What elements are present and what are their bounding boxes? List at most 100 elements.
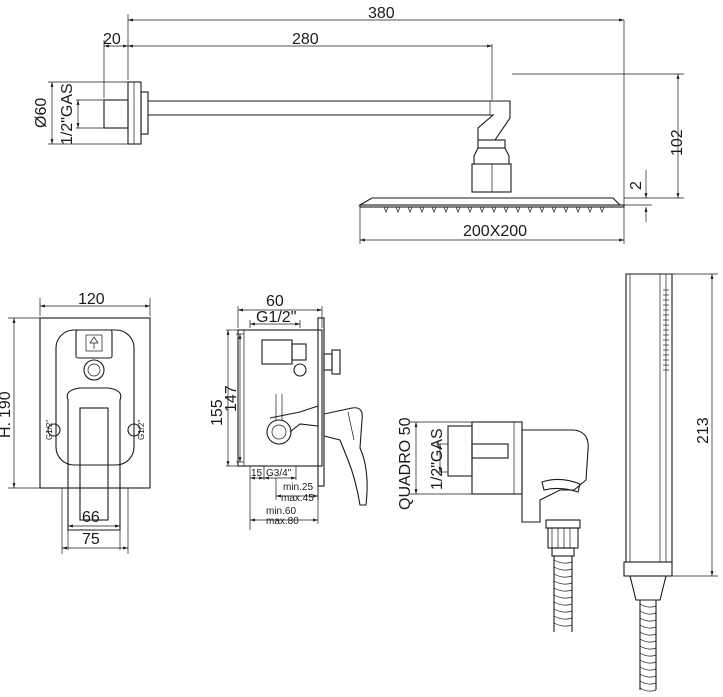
outlet-left-block <box>447 425 473 477</box>
shower-head-plate <box>359 204 625 208</box>
nozzle <box>599 206 605 213</box>
hose-coil <box>639 673 657 678</box>
arm-threaded-end <box>103 99 129 129</box>
mixer-cartridge <box>266 419 292 445</box>
hand-shower-length-label: 213 <box>695 417 712 444</box>
nozzle <box>491 206 497 213</box>
hand-shower-body <box>625 273 673 563</box>
hose-coil <box>639 638 657 643</box>
arm-wall-rosette <box>127 81 142 145</box>
mixer-height-prefix-label: H. <box>0 422 14 438</box>
hose-coil <box>639 610 657 615</box>
mixer-side-drawing <box>226 306 368 530</box>
nozzle <box>527 206 533 213</box>
dim-drop-label: 102 <box>669 129 686 156</box>
arm-rosette-collar <box>140 91 149 135</box>
nozzle <box>455 206 461 213</box>
hose-coil <box>553 580 573 585</box>
nozzle <box>395 206 401 213</box>
nozzle <box>479 206 485 213</box>
side-h2-label: 147 <box>223 385 240 412</box>
hand-shower-drawing <box>623 273 718 692</box>
nozzle <box>539 206 545 213</box>
hose-coil <box>553 559 573 564</box>
nozzle <box>467 206 473 213</box>
outlet-thread-label: 1/2"GAS <box>429 428 446 490</box>
mixer-port-right-label: G1/2" <box>137 420 146 440</box>
mixer-lever-handle <box>79 407 109 521</box>
hose-coil <box>639 666 657 671</box>
mixer-front-drawing <box>8 298 151 554</box>
mixer-box <box>237 329 323 467</box>
mixer-port-left <box>47 423 61 437</box>
nozzle <box>503 206 509 213</box>
dim-diameter-label: Ø60 <box>33 98 50 128</box>
mixer-cover-plate <box>39 317 151 489</box>
mixer-inner-width-label: 66 <box>82 509 100 526</box>
hose-coil <box>553 622 573 627</box>
hose-coil <box>553 615 573 620</box>
dim-offset-label: 20 <box>103 31 121 48</box>
nozzle <box>587 206 593 213</box>
mixer-diverter-knob <box>83 359 105 381</box>
hose-coil <box>639 617 657 622</box>
hose-coil <box>639 687 657 692</box>
hose-coil <box>639 631 657 636</box>
nozzle <box>551 206 557 213</box>
wall-outlet-drawing <box>410 421 589 632</box>
nozzle <box>383 206 389 213</box>
mixer-port-right <box>127 423 141 437</box>
dim-thread-label: 1/2"GAS <box>59 83 76 145</box>
outlet-body <box>521 429 589 523</box>
side-min60-label: min.60 <box>266 506 296 517</box>
dim-head-thickness-label: 2 <box>628 181 645 190</box>
mixer-height-label: 190 <box>0 391 14 418</box>
nozzle <box>563 206 569 213</box>
hose-coil <box>639 652 657 657</box>
side-h1-label: 155 <box>209 399 226 426</box>
side-max80-label: max.80 <box>266 516 299 527</box>
nozzle <box>575 206 581 213</box>
side-thread2-label: G3/4" <box>266 468 292 479</box>
dim-head-size-label: 200X200 <box>463 223 527 240</box>
dim-arm-label: 280 <box>292 31 319 48</box>
side-max45-label: max.45 <box>281 493 314 504</box>
hose-coil <box>639 645 657 650</box>
mixer-port-left-label: G1/2" <box>45 420 54 440</box>
hose-coil <box>639 603 657 608</box>
mixer-width-label: 120 <box>78 291 105 308</box>
shower-head-nozzles <box>383 206 605 213</box>
hose-coil <box>553 601 573 606</box>
side-small-label: 15 <box>251 468 263 479</box>
hand-shower-spray-holes <box>663 289 669 371</box>
hose-coil <box>639 680 657 685</box>
shower-arm-drawing <box>48 14 684 244</box>
nozzle <box>443 206 449 213</box>
mixer-lever-body <box>66 387 122 531</box>
dim-total-label: 380 <box>368 5 395 22</box>
side-min25-label: min.25 <box>283 482 313 493</box>
outlet-hose-nut <box>547 527 579 549</box>
hose-coil <box>553 608 573 613</box>
nozzle <box>419 206 425 213</box>
nozzle <box>407 206 413 213</box>
side-depth-label: 60 <box>266 293 284 310</box>
hose-coil <box>639 624 657 629</box>
nozzle <box>515 206 521 213</box>
mixer-side-plate <box>317 317 325 487</box>
hose-coil <box>553 587 573 592</box>
hose-coil <box>553 594 573 599</box>
nozzle <box>431 206 437 213</box>
mixer-outer-width-label: 75 <box>82 531 100 548</box>
arm-joint-collar <box>477 139 506 149</box>
outlet-square-label: QUADRO 50 <box>397 417 414 510</box>
side-thread-label: G1/2" <box>256 309 296 326</box>
hose-coil <box>639 659 657 664</box>
outlet-hose <box>553 556 573 632</box>
hand-shower-base <box>623 561 673 577</box>
hose-coil <box>553 573 573 578</box>
arm-ball-joint <box>471 163 512 193</box>
hose-coil <box>553 566 573 571</box>
shower-head-top <box>357 197 622 206</box>
